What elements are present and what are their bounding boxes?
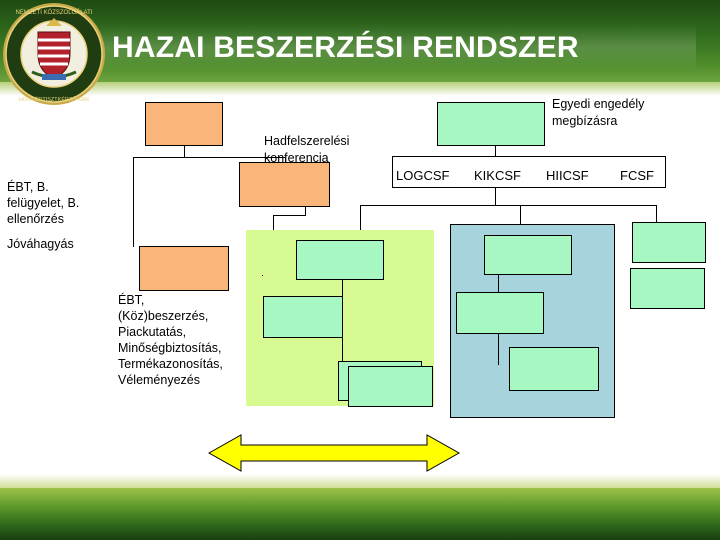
top-left-salmon-box <box>145 102 223 146</box>
connector-line <box>360 205 361 240</box>
fcsf-top-box <box>632 222 706 263</box>
title-band <box>96 22 696 72</box>
connector-line <box>520 205 521 235</box>
label-ebt-felugyelet: ÉBT, B. felügyelet, B. ellenőrzés <box>7 180 80 226</box>
column-label-hiicsf: HIICSF <box>546 168 589 183</box>
label-ebt-kozbeszerzes: ÉBT, (Köz)beszerzés, Piackutatás, Minősé… <box>118 293 223 387</box>
column-label-fcsf: FCSF <box>620 168 654 183</box>
fcsf-bottom-box <box>630 268 705 309</box>
footer-band <box>0 488 720 540</box>
green-panel-mid-box <box>263 296 343 338</box>
double-arrow-icon <box>207 434 461 472</box>
top-right-mint-box <box>437 102 545 146</box>
footer-fade <box>0 474 720 490</box>
blue-panel-mid-box <box>456 292 544 334</box>
connector-line <box>133 157 134 247</box>
svg-text:NEMZETI KÖZSZOLGÁLATI: NEMZETI KÖZSZOLGÁLATI <box>16 9 93 16</box>
blue-panel-bottom-box <box>509 347 599 391</box>
green-panel-top-box <box>296 240 384 280</box>
connector-line <box>184 146 185 158</box>
label-egyedi-engedely: Egyedi engedély megbízásra <box>552 97 645 128</box>
label-hadfelszerelesi-konferencia: Hadfelszerelési konferencia <box>264 134 350 165</box>
connector-line <box>133 157 286 158</box>
jovahagyas-box <box>139 246 229 291</box>
connector-line <box>656 205 657 225</box>
header-fade <box>0 82 720 96</box>
label-jovahagyas: Jóváhagyás <box>7 237 74 251</box>
konferencia-box <box>239 162 330 207</box>
page-title: HAZAI BESZERZÉSI RENDSZER <box>112 31 579 64</box>
connector-line <box>285 157 286 165</box>
svg-text:HONVÉDTISZTKÉPZŐ KAR: HONVÉDTISZTKÉPZŐ KAR <box>19 96 89 103</box>
column-label-kikcsf: KIKCSF <box>474 168 521 183</box>
connector-line <box>273 215 274 235</box>
connector-line <box>305 207 306 216</box>
directorate-header-box <box>392 156 666 188</box>
header-band <box>0 0 720 92</box>
green-panel-stack-front <box>348 366 433 407</box>
university-logo: NEMZETI KÖZSZOLGÁLATI HONVÉDTISZTKÉPZŐ K… <box>3 3 105 105</box>
connector-line <box>262 275 263 276</box>
connector-line <box>360 205 657 206</box>
connector-line <box>273 215 306 216</box>
column-label-logcsf: LOGCSF <box>396 168 450 183</box>
blue-panel-top-box <box>484 235 572 275</box>
